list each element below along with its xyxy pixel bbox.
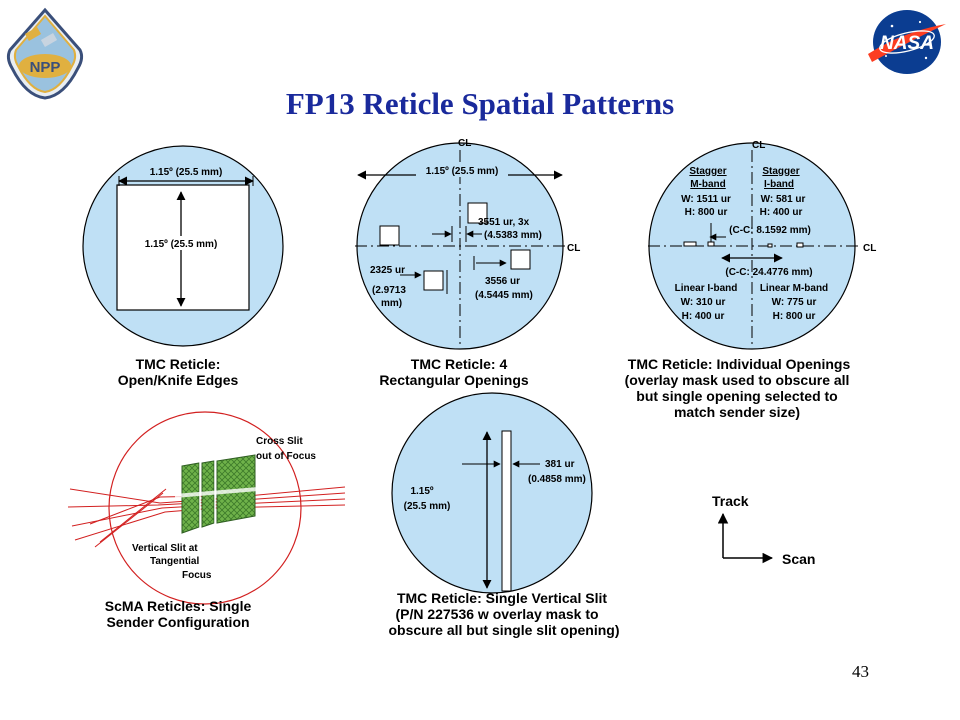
linear-i-height: H: 400 ur	[682, 311, 725, 322]
reticle-circle	[391, 392, 593, 594]
opening-spacing-label: 3551 ur, 3x	[478, 217, 530, 228]
caption-line: Rectangular Openings	[379, 372, 529, 388]
opening-marker	[707, 241, 715, 247]
opening-offset-label: 3556 ur	[485, 276, 520, 287]
centerline-label: CL	[458, 138, 471, 149]
caption-line: obscure all but single slit opening)	[388, 622, 619, 638]
center-to-center-label: (C-C: 8.1592 mm)	[729, 225, 811, 236]
cross-slit-label: out of Focus	[256, 451, 316, 462]
linear-m-height: H: 800 ur	[773, 311, 816, 322]
npp-logo: NPP	[6, 7, 84, 100]
rect-opening	[423, 270, 444, 291]
linear-i-width: W: 310 ur	[681, 297, 726, 308]
npp-logo-text: NPP	[30, 59, 61, 76]
track-label: Track	[712, 493, 749, 509]
slit-width-label: (0.4858 mm)	[528, 474, 586, 485]
reticle-single-vertical-slit: 1.15º (25.5 mm) 381 ur (0.4858 mm) TMC R…	[388, 392, 620, 638]
reticle-individual-openings: CL CL Stagger M-band W: 1511 ur H: 800 u…	[625, 140, 877, 420]
opening-marker	[796, 242, 804, 248]
stagger-m-height: H: 800 ur	[685, 207, 728, 218]
caption-line: TMC Reticle:	[136, 356, 221, 372]
track-scan-axes: Track Scan	[712, 493, 815, 567]
height-dimension-label: (25.5 mm)	[404, 501, 451, 512]
stagger-i-height: H: 400 ur	[760, 207, 803, 218]
slit-width-label: 381 ur	[545, 459, 575, 470]
rect-opening	[510, 249, 531, 270]
linear-m-width: W: 775 ur	[772, 297, 817, 308]
vertical-slit-label: Tangential	[150, 556, 199, 567]
width-dimension-label: 1.15º (25.5 mm)	[426, 166, 499, 177]
caption-line: TMC Reticle: Single Vertical Slit	[397, 590, 607, 606]
linear-i-title: Linear I-band	[675, 283, 738, 294]
opening-offset-label: (2.9713	[372, 285, 406, 296]
vertical-slit-panel	[181, 462, 200, 534]
opening-marker	[767, 243, 773, 248]
caption-line: Open/Knife Edges	[118, 372, 239, 388]
opening-marker	[683, 241, 697, 247]
caption-line: match sender size)	[674, 404, 800, 420]
nasa-logo-text: NASA	[880, 33, 934, 54]
scma-reticle-diagram: Cross Slit out of Focus Vertical Slit at…	[67, 411, 346, 630]
height-dimension-label: 1.15º (25.5 mm)	[145, 239, 218, 250]
reticle-four-openings: CL CL 1.15º (25.5 mm) 3551 ur, 3x (4.538…	[355, 138, 580, 388]
rect-opening	[379, 225, 400, 246]
vertical-slit	[501, 430, 512, 592]
opening-offset-label: (4.5445 mm)	[475, 290, 533, 301]
stagger-m-width: W: 1511 ur	[681, 194, 731, 205]
nasa-logo: NASA	[868, 10, 946, 74]
width-dimension-label: 1.15º (25.5 mm)	[150, 167, 223, 178]
center-to-center-label: (C-C: 24.4776 mm)	[725, 267, 812, 278]
vertical-slit-label: Focus	[182, 570, 212, 581]
stagger-m-title: M-band	[690, 179, 726, 190]
opening-offset-label: mm)	[381, 298, 402, 309]
caption-line: ScMA Reticles: Single	[105, 598, 252, 614]
vertical-slit-label: Vertical Slit at	[132, 543, 198, 554]
caption-line: (P/N 227536 w overlay mask to	[395, 606, 598, 622]
centerline-label: CL	[863, 243, 876, 254]
caption-line: Sender Configuration	[106, 614, 249, 630]
centerline-label: CL	[567, 243, 580, 254]
reticle-open-knife-edges: 1.15º (25.5 mm) 1.15º (25.5 mm) TMC Reti…	[82, 145, 284, 388]
opening-spacing-label: (4.5383 mm)	[484, 230, 542, 241]
caption-line: but single opening selected to	[636, 388, 837, 404]
slide-title: FP13 Reticle Spatial Patterns	[285, 86, 675, 121]
cross-slit-label: Cross Slit	[256, 436, 303, 447]
caption-line: TMC Reticle: Individual Openings	[628, 356, 851, 372]
caption-line: TMC Reticle: 4	[411, 356, 508, 372]
stagger-m-title: Stagger	[689, 166, 726, 177]
rect-opening	[467, 202, 488, 224]
stagger-i-title: Stagger	[762, 166, 799, 177]
caption-line: (overlay mask used to obscure all	[625, 372, 850, 388]
opening-offset-label: 2325 ur	[370, 265, 405, 276]
linear-m-title: Linear M-band	[760, 283, 828, 294]
scan-label: Scan	[782, 551, 815, 567]
stagger-i-title: I-band	[764, 179, 794, 190]
page-number: 43	[852, 662, 869, 681]
reticle-outline	[108, 411, 302, 605]
centerline-label: CL	[752, 140, 765, 151]
height-dimension-label: 1.15º	[410, 486, 433, 497]
stagger-i-width: W: 581 ur	[761, 194, 806, 205]
